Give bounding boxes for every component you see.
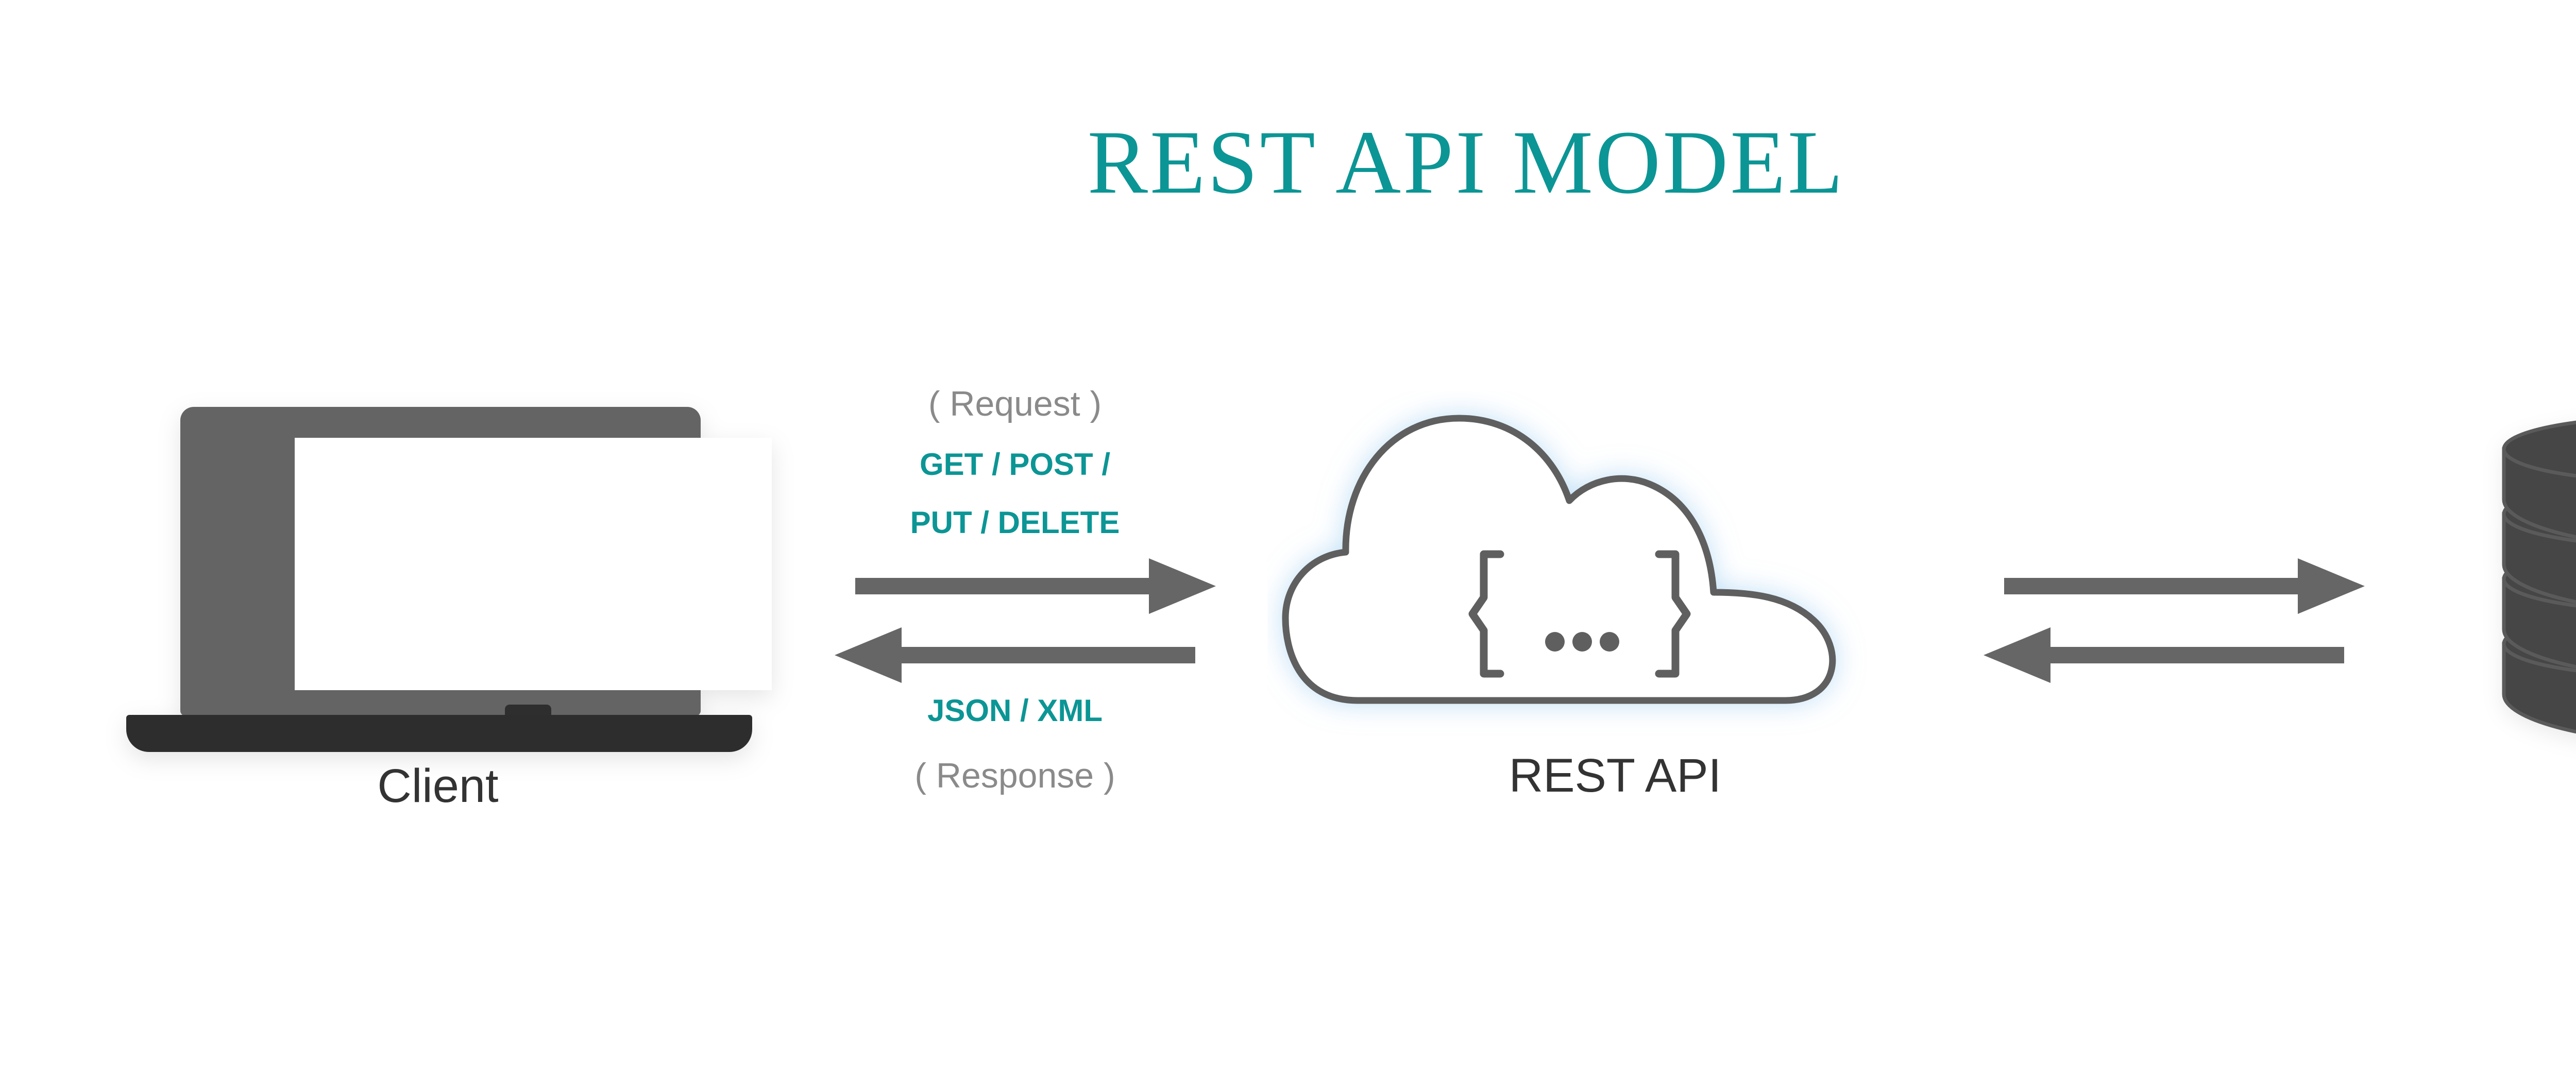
- request-caption: ( Request ): [928, 384, 1102, 423]
- response-arrow-left: [835, 624, 1195, 686]
- request-methods-line-1: GET / POST /: [919, 447, 1111, 482]
- laptop-body: [180, 407, 772, 719]
- request-arrow-right: [855, 555, 1216, 617]
- rest-api-node: REST API: [1267, 391, 1963, 814]
- page-title: REST API MODEL: [1087, 112, 1845, 213]
- cloud-icon: [1282, 415, 1836, 704]
- rest-api-label: REST API: [1509, 749, 1722, 802]
- laptop-base: [126, 715, 752, 752]
- database-node: Database: [2442, 397, 2576, 809]
- database-label: Database: [2442, 758, 2576, 806]
- database-read-arrow-left: [1984, 624, 2344, 686]
- laptop-screen: [295, 438, 772, 690]
- database-disk-1-top: [2502, 420, 2576, 478]
- client-node: Client: [88, 397, 788, 812]
- laptop-icon: [88, 397, 788, 757]
- client-label: Client: [377, 760, 499, 812]
- curly-braces-icon: [1468, 550, 1691, 678]
- ellipsis-dots: [1545, 632, 1619, 652]
- request-methods-line-2: PUT / DELETE: [910, 505, 1120, 540]
- response-formats: JSON / XML: [927, 693, 1103, 728]
- database-write-arrow-right: [2004, 555, 2365, 617]
- response-caption: ( Response ): [914, 756, 1115, 795]
- database-cylinder-icon: [2502, 420, 2576, 734]
